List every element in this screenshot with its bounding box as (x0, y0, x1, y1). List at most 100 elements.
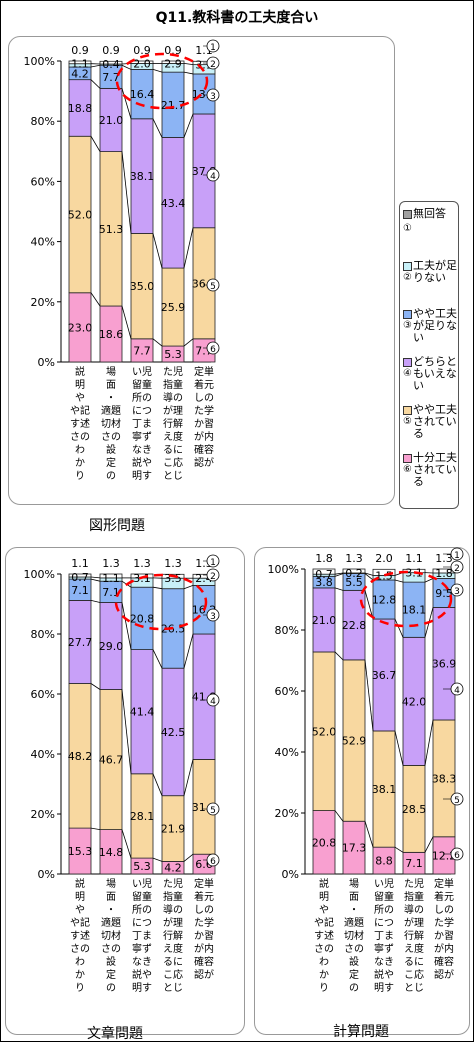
category-label: なき (132, 444, 152, 456)
category-label: や記 (70, 916, 90, 929)
category-label: す述 (70, 930, 90, 942)
series-connector (122, 306, 131, 339)
marker-number: 6 (454, 851, 460, 861)
legend-label: 十分工夫されている (413, 452, 457, 488)
data-label: 23.0 (68, 321, 93, 334)
legend-number: ③ (403, 320, 412, 332)
data-label: 1.1 (405, 552, 423, 565)
data-label: 3.5 (164, 572, 182, 585)
series-connector (91, 136, 100, 151)
category-label: 場 (349, 877, 359, 890)
category-label: 確容 (434, 955, 454, 968)
y-tick-label: 100% (268, 563, 299, 576)
series-connector (395, 619, 403, 637)
category-label: 導の (163, 903, 183, 916)
category-label: 確容 (194, 443, 214, 456)
category-label: 認が (194, 968, 214, 981)
legend-swatch (403, 310, 412, 319)
data-label: 7.1 (102, 586, 120, 599)
y-tick-label: 0% (282, 868, 299, 881)
category-label: い児 (374, 878, 394, 890)
category-label: 面 (106, 380, 116, 391)
category-label: わ (75, 444, 85, 456)
data-label: 1.3 (345, 552, 363, 565)
data-label: 38.3 (432, 772, 457, 785)
category-label: 寧ず (132, 942, 152, 955)
category-label: 切材 (344, 929, 364, 942)
data-label: 42.5 (161, 726, 186, 739)
data-label: 52.0 (312, 725, 337, 738)
data-label: 42.0 (402, 695, 427, 708)
category-label: え度 (163, 942, 183, 955)
y-tick-label: 100% (24, 568, 55, 581)
category-label: さの (70, 943, 90, 955)
category-label: 切材 (101, 417, 121, 430)
category-label: 指童 (404, 890, 424, 903)
category-label: につ (374, 917, 394, 929)
series-connector (122, 152, 131, 234)
category-label: 認が (434, 968, 454, 981)
marker-number: 4 (454, 686, 460, 696)
data-label: 2.0 (375, 552, 393, 565)
category-label: か (319, 969, 329, 981)
data-label: 21.0 (99, 114, 124, 127)
category-label: 認が (194, 456, 214, 469)
data-label: 8.8 (375, 855, 393, 868)
legend-label: やや工夫されている (413, 404, 457, 440)
series-connector (91, 684, 100, 690)
data-label: 43.4 (161, 197, 186, 210)
category-label: 明 (75, 891, 85, 903)
category-label: が理 (163, 404, 183, 417)
category-label: とじ (404, 982, 424, 994)
marker-number: 4 (210, 697, 216, 707)
marker-number: 5 (210, 282, 216, 292)
y-tick-label: 60% (31, 688, 55, 701)
category-label: 着元 (434, 890, 454, 903)
data-label: 1.8 (315, 552, 333, 565)
category-label: 適題 (101, 404, 121, 417)
y-tick-label: 40% (275, 746, 299, 759)
data-label: 20.8 (312, 836, 337, 849)
category-label: 行解 (163, 929, 183, 942)
series-connector (184, 72, 193, 74)
category-label: か習 (194, 930, 214, 942)
category-label: るに (404, 956, 424, 968)
data-label: 0.9 (102, 44, 120, 57)
y-tick-label: 20% (31, 808, 55, 821)
category-label: 場 (106, 877, 116, 890)
category-label: しの (434, 904, 454, 916)
series-connector (91, 293, 100, 306)
series-connector (184, 854, 193, 861)
category-label: なき (132, 956, 152, 968)
series-connector (153, 587, 162, 589)
marker-number: 1 (210, 558, 216, 568)
category-label: 留童 (132, 378, 152, 391)
category-label: こ応 (163, 968, 183, 981)
data-label: 2.0 (133, 57, 151, 70)
data-label: 7.1 (405, 857, 423, 870)
data-label: 46.7 (99, 754, 124, 767)
marker-number: 2 (210, 572, 216, 582)
category-label: た学 (194, 916, 214, 929)
series-connector (122, 830, 131, 859)
data-label: 1.1 (102, 572, 120, 585)
y-tick-label: 40% (31, 748, 55, 761)
category-label: の (106, 983, 116, 994)
category-label: ・ (106, 393, 116, 404)
series-connector (184, 114, 193, 137)
data-label: 21.9 (161, 823, 186, 836)
category-label: や記 (314, 916, 334, 929)
category-label: 切材 (101, 929, 121, 942)
category-label: が内 (194, 430, 214, 443)
category-label: 指童 (163, 890, 183, 903)
category-label: 定単 (194, 365, 214, 378)
category-label: 設 (106, 443, 116, 456)
marker-number: 3 (210, 612, 216, 622)
marker-number: 1 (210, 43, 216, 53)
category-label: 明す (132, 470, 152, 482)
category-label: さの (101, 943, 121, 955)
category-label: 面 (349, 892, 359, 903)
category-label: 明 (75, 379, 85, 391)
category-label: さの (344, 943, 364, 955)
data-label: 28.1 (130, 810, 155, 823)
